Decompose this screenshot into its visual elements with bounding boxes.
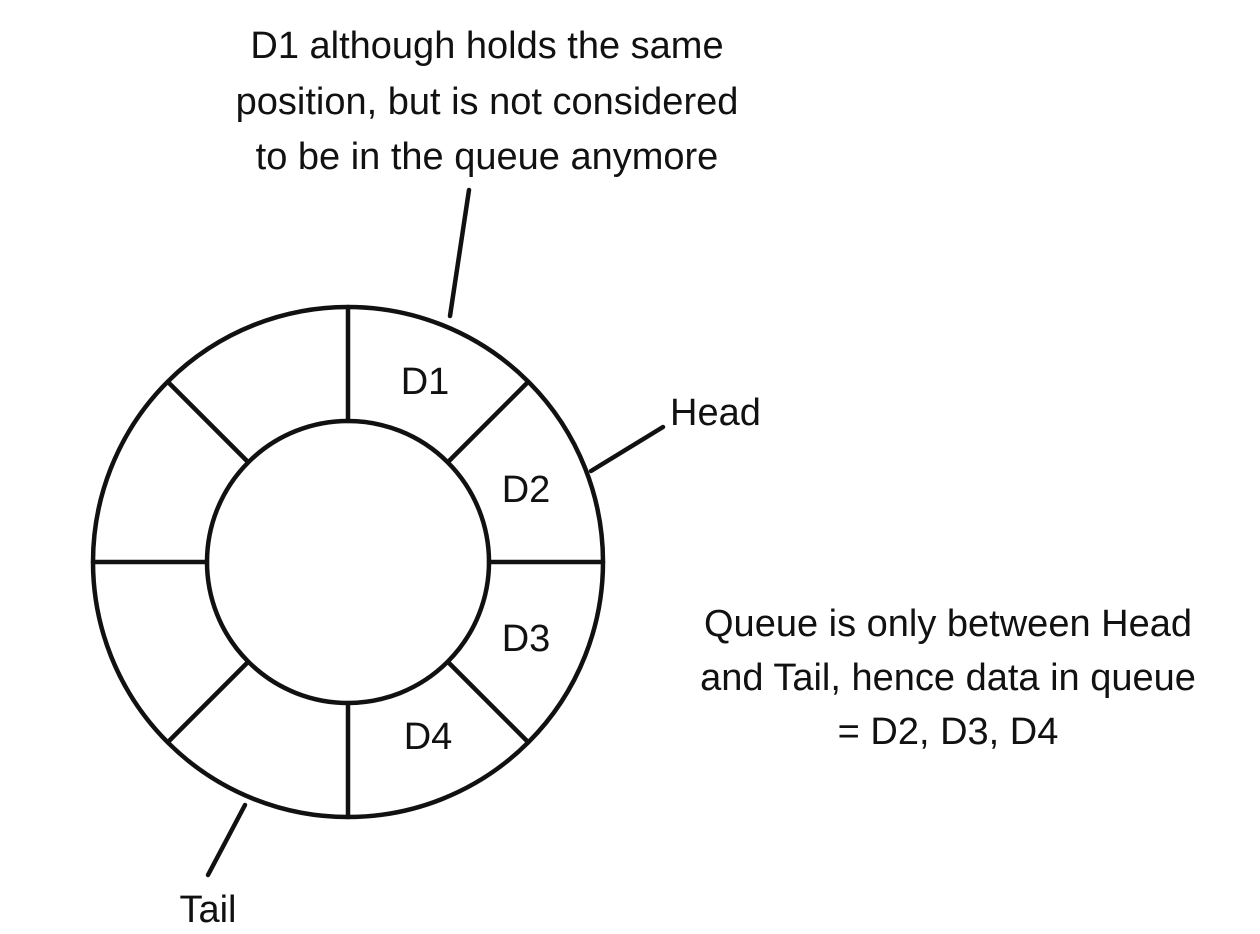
top-note-line-2: position, but is not considered xyxy=(236,81,739,123)
slot-divider-bottom-right xyxy=(445,659,531,745)
tail-pointer: Tail xyxy=(179,802,248,931)
side-annotation: Queue is only between Head and Tail, hen… xyxy=(700,603,1196,753)
tail-pointer-line xyxy=(205,802,248,878)
slot-label-d2: D2 xyxy=(502,469,551,511)
top-note-leader-line xyxy=(447,187,472,319)
top-note-line-1: D1 although holds the same xyxy=(250,25,723,67)
head-pointer: Head xyxy=(588,392,761,474)
head-label: Head xyxy=(670,392,761,434)
slot-divider-top-left xyxy=(165,379,251,465)
ring-buffer: D1 D2 D3 D4 xyxy=(90,304,606,820)
slot-label-d4: D4 xyxy=(404,716,453,758)
side-note-line-1: Queue is only between Head xyxy=(704,603,1192,645)
top-annotation: D1 although holds the same position, but… xyxy=(236,25,739,178)
slot-label-d1: D1 xyxy=(401,361,450,403)
slot-divider-bottom-left xyxy=(165,659,251,745)
slot-divider-top-right xyxy=(445,379,531,465)
tail-label: Tail xyxy=(179,889,236,931)
side-note-line-3: = D2, D3, D4 xyxy=(838,711,1059,753)
top-note-line-3: to be in the queue anymore xyxy=(256,136,719,178)
side-note-line-2: and Tail, hence data in queue xyxy=(700,657,1196,699)
head-pointer-line xyxy=(588,424,666,474)
slot-label-d3: D3 xyxy=(502,618,551,660)
